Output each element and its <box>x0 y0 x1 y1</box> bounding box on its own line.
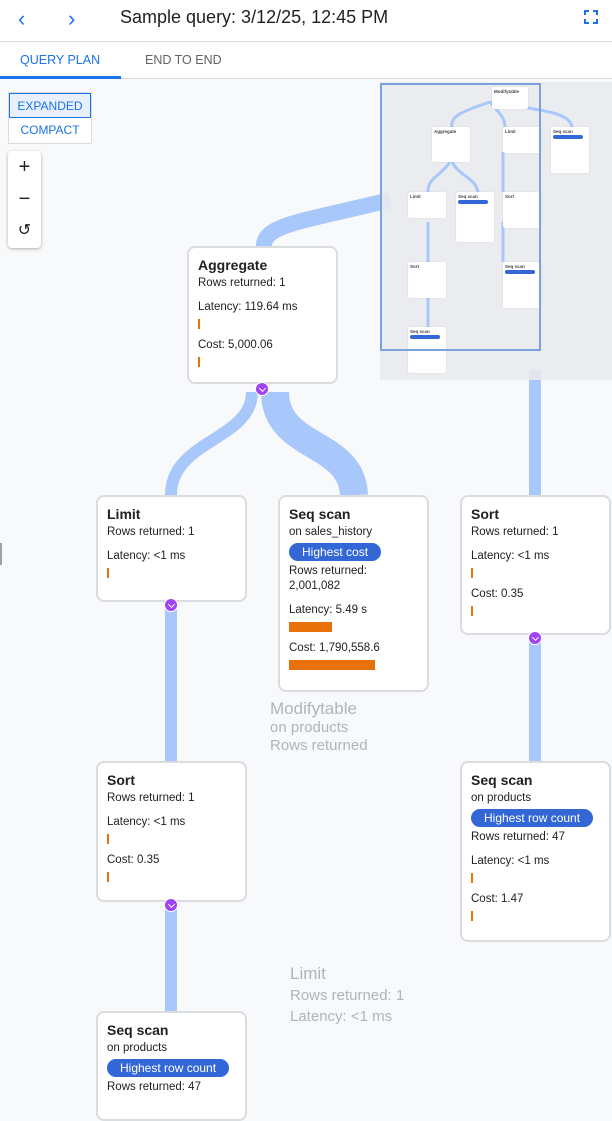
latency: Latency: 119.64 ms <box>198 301 298 313</box>
node-title: Sort <box>107 772 135 788</box>
latency: Latency: <1 ms <box>107 816 186 828</box>
node-sort-right[interactable]: Sort Rows returned: 1 Latency: <1 ms Cos… <box>460 495 611 635</box>
minimap-viewport[interactable] <box>380 83 541 351</box>
status-badge: Highest cost <box>289 543 382 561</box>
active-tab-indicator <box>0 76 121 79</box>
chevron-down-icon[interactable] <box>164 898 178 912</box>
cost-bar <box>289 660 376 670</box>
minimap-node: Modifytable <box>492 87 528 109</box>
cost: Cost: 0.35 <box>107 854 160 866</box>
forward-icon[interactable]: › <box>68 6 76 31</box>
rows-returned: Rows returned: 1 <box>471 526 559 538</box>
cost-bar <box>107 872 109 882</box>
latency-bar <box>471 568 473 578</box>
rows-returned: Rows returned: 47 <box>471 831 565 843</box>
fullscreen-icon[interactable] <box>584 10 598 24</box>
latency-bar <box>289 622 332 632</box>
rows-returned: Rows returned: 47 <box>107 1081 201 1093</box>
chevron-down-icon[interactable] <box>528 631 542 645</box>
cost: Cost: 5,000.06 <box>198 339 273 351</box>
table-name: on sales_history <box>289 526 373 538</box>
background-node-title: Modifytable <box>270 699 357 718</box>
background-node-text: Rows returned: 1 <box>290 987 405 1004</box>
cost-bar <box>198 357 200 367</box>
view-mode-toggle: EXPANDED COMPACT <box>8 92 92 144</box>
tab-bar: QUERY PLAN END TO END <box>0 42 612 79</box>
latency: Latency: 5.49 s <box>289 604 367 616</box>
background-node-title: Limit <box>290 964 326 983</box>
edge-root-aggregate <box>256 192 392 248</box>
cost-bar <box>471 911 473 921</box>
cost-bar <box>471 606 473 616</box>
node-limit[interactable]: Limit Rows returned: 1 Latency: <1 ms <box>96 495 247 602</box>
rows-returned-value: 2,001,082 <box>289 580 341 592</box>
cost: Cost: 1,790,558.6 <box>289 642 380 654</box>
node-title: Aggregate <box>198 257 268 273</box>
cost: Cost: 1.47 <box>471 893 524 905</box>
minimap-node: Seq scan <box>551 127 589 173</box>
minimap[interactable]: Modifytable Aggregate Limit Seq scan Lim… <box>380 82 612 380</box>
minimap-node: Limit <box>408 192 446 218</box>
node-seqscan-sales-history[interactable]: Seq scan on sales_history Highest cost R… <box>278 495 429 692</box>
minimap-node: Sort <box>503 192 541 228</box>
background-node-text: on products <box>270 719 349 736</box>
node-seqscan-products-bottom[interactable]: Seq scan on products Highest row count R… <box>96 1011 247 1121</box>
reset-zoom-button[interactable]: ↺ <box>17 222 32 239</box>
node-sort-left[interactable]: Sort Rows returned: 1 Latency: <1 ms Cos… <box>96 761 247 902</box>
minimap-node: Seq scan <box>456 192 494 242</box>
background-node-text: Latency: <1 ms <box>290 1008 393 1025</box>
node-aggregate[interactable]: Aggregate Rows returned: 1 Latency: 119.… <box>187 246 338 384</box>
rows-returned: Rows returned: 1 <box>107 792 195 804</box>
status-badge: Highest row count <box>107 1059 230 1077</box>
node-title: Limit <box>107 506 141 522</box>
compact-option[interactable]: COMPACT <box>20 123 80 137</box>
zoom-in-button[interactable]: + <box>18 156 31 178</box>
status-badge: Highest row count <box>471 809 594 827</box>
rows-returned: Rows returned: 1 <box>107 526 195 538</box>
page-title: Sample query: 3/12/25, 12:45 PM <box>120 7 389 27</box>
tab-query-plan[interactable]: QUERY PLAN <box>20 53 101 67</box>
node-title: Seq scan <box>107 1022 169 1038</box>
node-title: Sort <box>471 506 499 522</box>
node-title: Seq scan <box>289 506 351 522</box>
latency: Latency: <1 ms <box>471 550 550 562</box>
table-name: on products <box>471 792 532 804</box>
background-node-text: Rows returned <box>270 737 368 754</box>
node-title: Seq scan <box>471 772 533 788</box>
latency: Latency: <1 ms <box>107 550 186 562</box>
cost: Cost: 0.35 <box>471 588 524 600</box>
latency-bar <box>107 568 109 578</box>
rows-returned: Rows returned: <box>289 565 367 577</box>
header: ‹ › Sample query: 3/12/25, 12:45 PM <box>0 0 612 42</box>
node-seqscan-products-right[interactable]: Seq scan on products Highest row count R… <box>460 761 611 942</box>
minimap-node: Sort <box>408 262 446 298</box>
latency-bar <box>471 873 473 883</box>
expanded-option[interactable]: EXPANDED <box>9 93 91 118</box>
minimap-edges <box>426 100 574 327</box>
zoom-out-button[interactable]: − <box>18 188 31 210</box>
chevron-down-icon[interactable] <box>255 382 269 396</box>
minimap-node: Limit <box>503 127 541 153</box>
latency-bar <box>107 834 109 844</box>
minimap-node: Aggregate <box>432 127 470 162</box>
latency-bar <box>198 319 200 329</box>
minimap-node: Seq scan <box>503 262 541 308</box>
back-icon[interactable]: ‹ <box>18 6 26 31</box>
chevron-down-icon[interactable] <box>164 598 178 612</box>
scroll-handle[interactable] <box>0 543 2 565</box>
edge-aggregate-seqscan <box>261 390 368 497</box>
edge-aggregate-limit <box>165 391 258 496</box>
table-name: on products <box>107 1042 168 1054</box>
rows-returned: Rows returned: 1 <box>198 277 286 289</box>
latency: Latency: <1 ms <box>471 855 550 867</box>
zoom-controls: + − ↺ <box>8 151 41 248</box>
tab-end-to-end[interactable]: END TO END <box>145 53 222 67</box>
